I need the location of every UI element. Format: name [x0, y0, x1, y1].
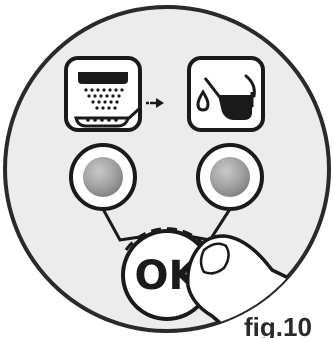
left-led-indicator — [71, 145, 135, 209]
figure-label: fig.10 — [244, 312, 312, 338]
descaling-icon — [189, 58, 263, 130]
right-led-indicator — [198, 145, 262, 209]
